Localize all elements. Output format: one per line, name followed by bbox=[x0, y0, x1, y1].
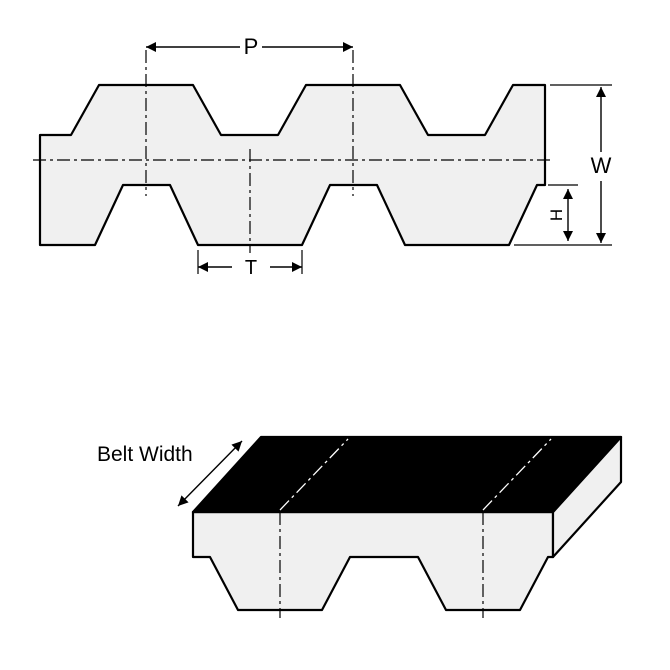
top-surface-centerline-right bbox=[482, 438, 552, 511]
tooth-width-dimension: T bbox=[197, 250, 303, 279]
tooth-height-label: H bbox=[547, 209, 566, 221]
belt-width-callout: Belt Width bbox=[97, 440, 243, 507]
pitch-label: P bbox=[244, 34, 259, 59]
belt-width-label: Belt Width bbox=[97, 443, 193, 466]
overall-width-dimension: W bbox=[514, 84, 612, 246]
belt-cross-section-profile bbox=[38, 83, 547, 247]
belt-width-arrow bbox=[177, 440, 243, 507]
cross-section-view: P W H T bbox=[33, 34, 612, 279]
tooth-width-label: T bbox=[245, 257, 257, 279]
pitch-dimension: P bbox=[146, 34, 353, 59]
tooth-height-dimension: H bbox=[547, 184, 578, 241]
belt-front-face bbox=[191, 510, 555, 612]
overall-width-label: W bbox=[591, 153, 612, 178]
top-surface-centerline-left bbox=[279, 438, 349, 511]
isometric-view: Belt Width bbox=[97, 435, 623, 618]
belt-top-surface bbox=[191, 435, 623, 514]
